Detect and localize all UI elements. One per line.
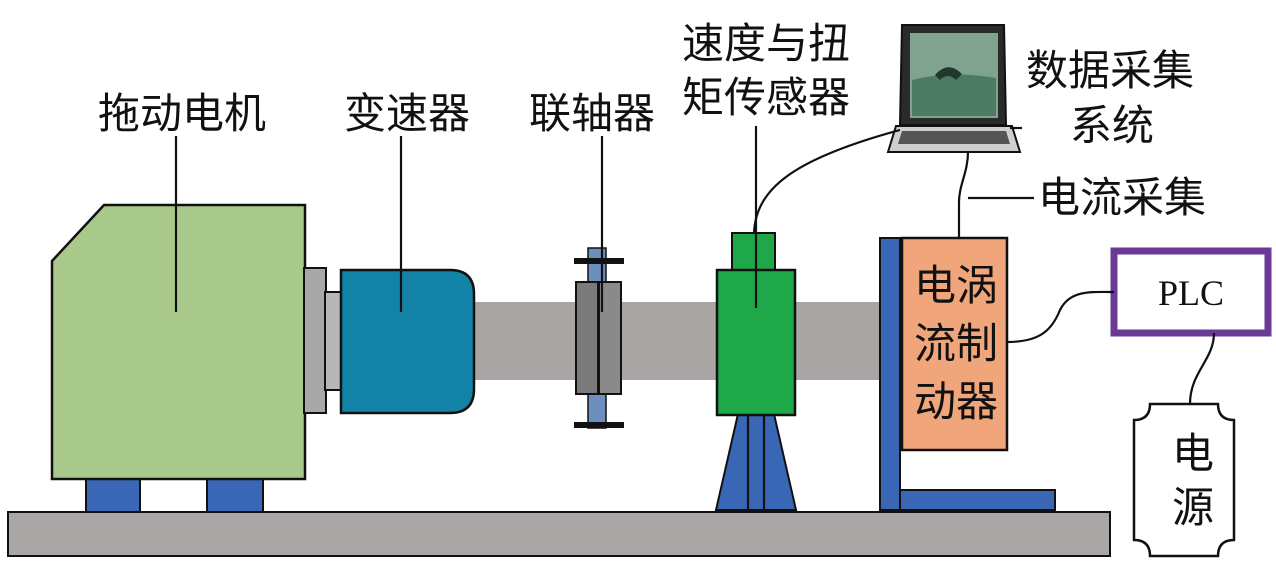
- sensor-stand: [714, 413, 798, 511]
- brake-bracket-vertical: [879, 237, 901, 511]
- motor-foot-right: [206, 477, 264, 513]
- brake-label-line1: 电涡: [914, 261, 998, 310]
- brake-bracket-horizontal: [899, 489, 1056, 511]
- coupling-label: 联轴器: [529, 89, 655, 138]
- sensor-to-laptop-wire: [752, 128, 901, 234]
- coupling-bar-bottom: [574, 422, 624, 428]
- brake-label-line3: 动器: [914, 377, 998, 426]
- coupling-bar-top: [574, 258, 624, 264]
- current-label: 电流采集: [1038, 173, 1206, 222]
- coupling-body-right: [598, 281, 622, 395]
- plc-label: PLC: [1158, 273, 1224, 313]
- coupling-body-left: [575, 281, 599, 395]
- drive-motor: [50, 203, 307, 481]
- gearbox: [339, 268, 476, 415]
- daq-label-line2: 系统: [1070, 101, 1154, 150]
- daq-label-line1: 数据采集: [1026, 46, 1194, 95]
- shaft: [468, 302, 880, 380]
- plc-box: [1110, 247, 1272, 337]
- gearbox-label: 变速器: [344, 89, 470, 138]
- motor-label: 拖动电机: [98, 89, 266, 138]
- brake-to-plc-wire: [1006, 290, 1115, 344]
- eddy-current-brake: [900, 236, 1009, 452]
- motor-foot-left: [85, 477, 141, 513]
- laptop-icon: [886, 24, 1022, 153]
- power-label-line1: 电: [1172, 429, 1214, 478]
- sensor-label-line2: 矩传感器: [682, 73, 850, 122]
- sensor-label-line1: 速度与扭: [682, 19, 850, 68]
- base-plate: [7, 511, 1111, 557]
- brake-to-laptop-wire: [957, 151, 970, 238]
- power-label-line2: 源: [1172, 483, 1214, 532]
- motor-flange-inner: [324, 291, 342, 391]
- brake-label-line2: 流制: [914, 319, 998, 368]
- power-supply: [1132, 402, 1236, 558]
- plc-to-power-wire: [1188, 332, 1216, 405]
- sensor-top: [731, 232, 776, 271]
- motor-flange-outer: [303, 267, 327, 414]
